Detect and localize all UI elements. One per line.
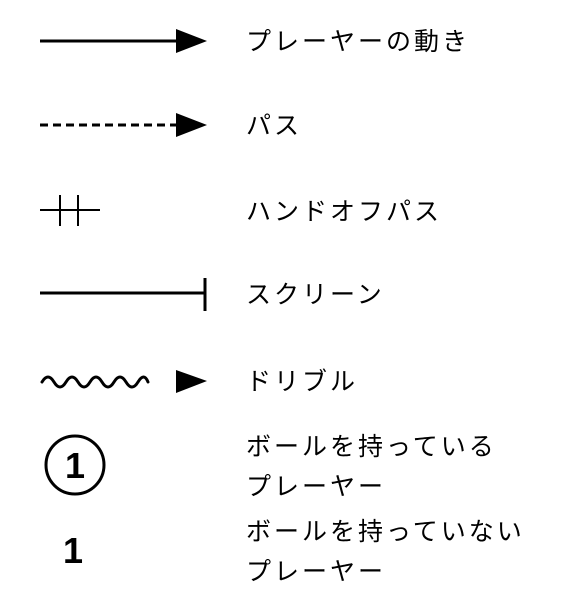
pass-label: パス — [246, 111, 303, 140]
player-movement-label: プレーヤーの動き — [246, 27, 471, 56]
circled-player-icon: 1 — [44, 434, 106, 496]
legend-row-off-ball: 1 ボールを持っていない プレーヤー — [0, 512, 575, 602]
legend-row-pass: パス — [0, 104, 575, 149]
ball-holder-label: ボールを持っている プレーヤー — [246, 427, 497, 507]
ball-holder-label-line-1: ボールを持っている — [246, 432, 497, 461]
legend-row-player-movement: プレーヤーの動き — [0, 20, 575, 65]
screen-label: スクリーン — [246, 280, 385, 309]
handoff-cross-icon — [40, 195, 100, 226]
off-ball-label-line-2: プレーヤー — [246, 557, 387, 586]
ball-holder-label-line-2: プレーヤー — [246, 472, 387, 501]
handoff-pass-label: ハンドオフパス — [246, 197, 443, 226]
ball-holder-number: 1 — [65, 445, 85, 486]
dashed-arrow-icon — [40, 113, 207, 137]
legend-row-handoff-pass: ハンドオフパス — [0, 190, 575, 235]
dribble-label: ドリブル — [246, 367, 359, 396]
off-ball-label-line-1: ボールを持っていない — [246, 517, 525, 546]
legend-row-dribble: ドリブル — [0, 360, 575, 405]
legend-row-ball-holder: 1 ボールを持っている プレーヤー — [0, 425, 575, 510]
solid-arrow-icon — [40, 29, 207, 53]
wavy-arrow-icon — [40, 370, 207, 393]
off-ball-number: 1 — [63, 530, 84, 571]
off-ball-label: ボールを持っていない プレーヤー — [246, 512, 525, 592]
legend-row-screen: スクリーン — [0, 275, 575, 320]
screen-line-icon — [40, 278, 207, 311]
